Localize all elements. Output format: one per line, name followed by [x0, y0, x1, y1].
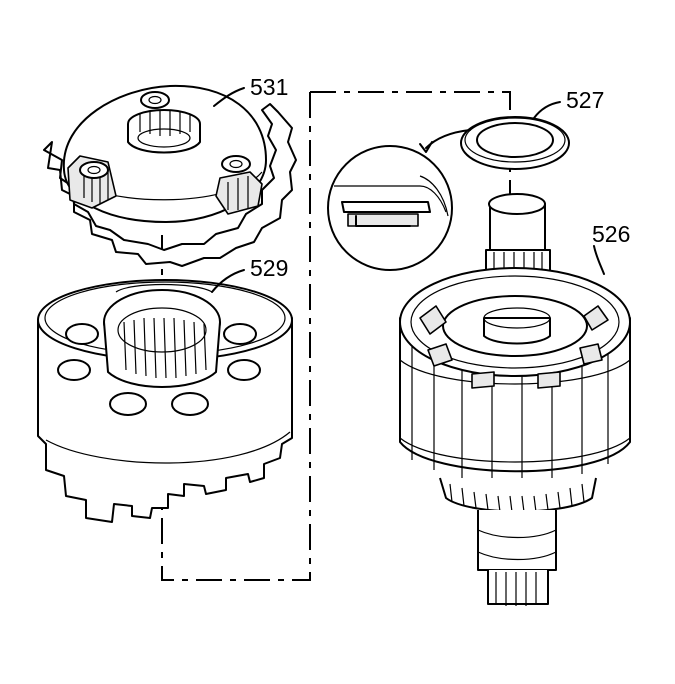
gear-housing-bore [223, 323, 257, 345]
gear-housing-bore [57, 359, 91, 381]
carrier-cover-pin-boss [79, 161, 109, 179]
carrier-cover-pin-boss [221, 155, 251, 173]
leader-526 [593, 245, 605, 275]
output-shaft [477, 510, 557, 571]
callout-527: 527 [566, 87, 604, 113]
leader-529 [211, 269, 245, 293]
output-gear [439, 477, 597, 513]
gear-housing-529 [37, 279, 293, 523]
washer-detail-inset [327, 129, 471, 271]
leader-527 [533, 101, 561, 119]
thrust-washer-527 [460, 116, 570, 170]
detail-inset-circle [327, 145, 453, 271]
leader-531 [213, 87, 245, 107]
gear-housing-bore [65, 323, 99, 345]
callout-526: 526 [592, 221, 630, 247]
callout-529: 529 [250, 255, 288, 281]
carrier-cover-pin-boss [140, 91, 170, 109]
carrier-cover-toothed-rim [43, 103, 297, 267]
callouts: 531 527 529 526 [211, 74, 630, 293]
callout-531: 531 [250, 74, 288, 100]
gear-housing-bore [109, 392, 147, 416]
drum-assembly-526 [399, 193, 631, 606]
thrust-washer-inner [476, 122, 554, 158]
gear-housing-bore [171, 392, 209, 416]
gear-housing-bore [227, 359, 261, 381]
carrier-cover-531 [43, 84, 297, 267]
